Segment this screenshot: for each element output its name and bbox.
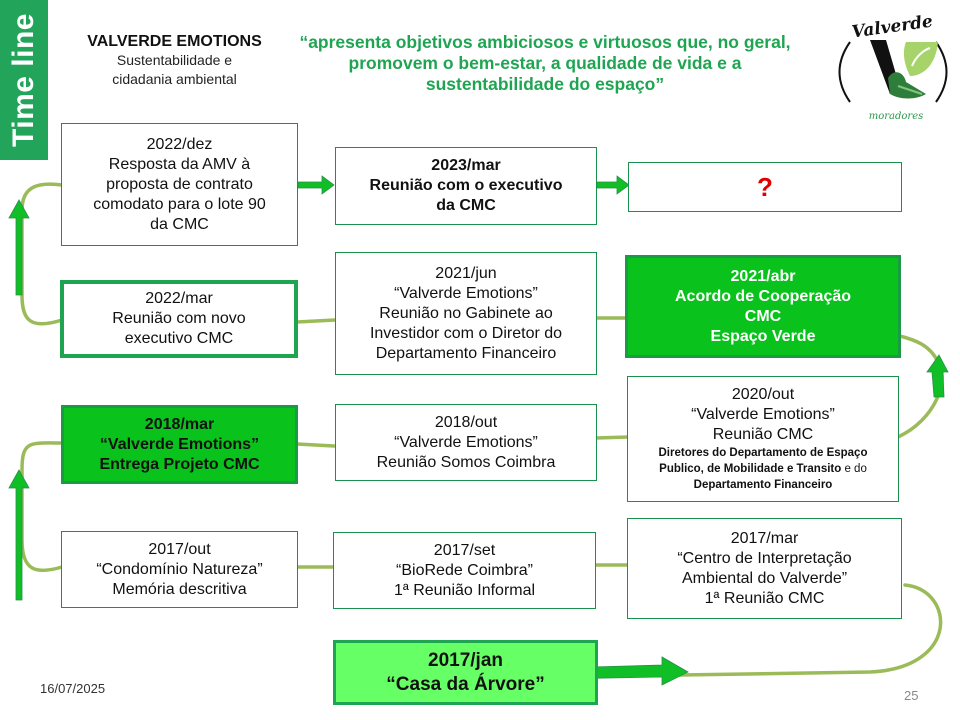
page-number: 25 — [904, 688, 919, 703]
event-date: 2017/jan — [428, 649, 503, 671]
footer-date: 16/07/2025 — [40, 681, 106, 696]
event-text: executivo CMC — [124, 330, 234, 347]
event-date: 2017/set — [433, 541, 496, 559]
event-2018-mar: 2018/mar “Valverde Emotions” Entrega Pro… — [61, 405, 298, 484]
arrow-up-left-lower — [8, 469, 30, 601]
event-2023-mar: 2023/mar Reunião com o executivo da CMC — [335, 147, 597, 225]
event-date: 2023/mar — [431, 157, 501, 174]
event-text: proposta de contrato — [106, 175, 253, 193]
logo-right-bracket — [935, 41, 948, 103]
event-text: Reunião com o executivo — [369, 177, 563, 194]
connector-2017out-2018mar — [20, 441, 64, 573]
arrow-2022dez-2023mar — [297, 175, 335, 195]
event-2022-mar: 2022/mar Reunião com novo executivo CMC — [60, 280, 298, 358]
event-2017-set: 2017/set “BioRede Coimbra” 1ª Reunião In… — [333, 532, 596, 609]
event-text: Entrega Projeto CMC — [99, 455, 260, 473]
connector-2022mar-2022dez — [20, 182, 64, 326]
event-text: da CMC — [436, 197, 496, 214]
event-date: 2017/out — [148, 540, 211, 558]
event-2017-out: 2017/out “Condomínio Natureza” Memória d… — [61, 531, 298, 608]
logo-tagline: moradores — [869, 111, 924, 122]
side-tab-label: Time line — [7, 13, 40, 147]
logo-name: Valverde — [851, 11, 935, 42]
event-text: “Casa da Árvore” — [386, 673, 545, 695]
arrow-up-right — [926, 354, 949, 398]
event-2018-out: 2018/out “Valverde Emotions” Reunião Som… — [335, 404, 597, 481]
event-detail: Publico, de Mobilidade e Transito e do — [659, 461, 867, 477]
event-date: 2022/dez — [146, 135, 213, 153]
valverde-logo: Valverde moradores — [828, 2, 958, 134]
event-text: Reunião CMC — [712, 426, 814, 443]
mission-quote: “apresenta objetivos ambiciosos e virtuo… — [270, 32, 820, 95]
arrow-up-left-upper — [8, 199, 30, 296]
event-2021-jun: 2021/jun “Valverde Emotions” Reunião no … — [335, 252, 597, 375]
logo-bird-icon — [888, 72, 926, 99]
connector-2021jun-2022mar — [295, 318, 337, 324]
event-text: “Valverde Emotions” — [394, 433, 538, 451]
brand-subtitle-1: Sustentabilidade e — [116, 52, 233, 68]
event-text: Reunião com novo — [112, 310, 246, 327]
event-2020-out: 2020/out “Valverde Emotions” Reunião CMC… — [627, 376, 899, 502]
brand-subtitle-2: cidadania ambiental — [112, 71, 237, 87]
connector-2018mar-2018out — [295, 442, 336, 448]
timeline-side-tab: Time line — [0, 0, 48, 160]
event-detail-bold: Publico, de Mobilidade e Transito — [659, 463, 842, 475]
event-detail: Diretores do Departamento de Espaço — [658, 447, 868, 459]
event-text: Espaço Verde — [710, 327, 816, 345]
connector-2017jan-2017mar — [678, 583, 943, 677]
connector-2018out-2020out — [594, 435, 630, 440]
event-date: 2018/out — [434, 413, 498, 431]
event-2022-dez: 2022/dez Resposta da AMV à proposta de c… — [61, 123, 298, 246]
event-text: Acordo de Cooperação — [674, 287, 852, 305]
quote-line: sustentabilidade do espaço” — [425, 74, 665, 94]
event-text: “Centro de Interpretação — [677, 549, 852, 567]
event-date: 2020/out — [731, 386, 795, 403]
event-date: 2021/abr — [730, 267, 796, 285]
event-2017-mar: 2017/mar “Centro de Interpretação Ambien… — [627, 518, 902, 619]
event-text: Ambiental do Valverde” — [681, 569, 848, 587]
event-date: 2018/mar — [144, 415, 215, 433]
quote-line: “apresenta objetivos ambiciosos e virtuo… — [299, 32, 791, 52]
question-mark: ? — [757, 172, 773, 202]
event-text: 1ª Reunião CMC — [704, 589, 825, 607]
event-next-unknown: ? — [628, 162, 902, 212]
event-text: “Condomínio Natureza” — [96, 560, 263, 578]
event-date: 2021/jun — [435, 264, 497, 282]
event-text: da CMC — [150, 215, 209, 233]
event-text: Reunião no Gabinete ao — [379, 304, 553, 322]
brand-block: VALVERDE EMOTIONS Sustentabilidade e cid… — [72, 32, 277, 89]
brand-title: VALVERDE EMOTIONS — [87, 33, 262, 50]
event-date: 2022/mar — [145, 290, 213, 307]
event-text: “Valverde Emotions” — [691, 406, 835, 423]
event-text: Departamento Financeiro — [375, 344, 557, 362]
event-text: Resposta da AMV à — [108, 155, 251, 173]
event-text: 1ª Reunião Informal — [393, 581, 536, 599]
event-detail-regular: e do — [841, 463, 867, 475]
logo-leaf-icon — [903, 42, 938, 76]
arrow-2023mar-next — [596, 175, 630, 195]
event-text: “Valverde Emotions” — [99, 435, 260, 453]
event-date: 2017/mar — [730, 529, 799, 547]
event-text: comodato para o lote 90 — [93, 195, 266, 213]
logo-left-bracket — [838, 41, 851, 103]
event-text: “Valverde Emotions” — [394, 284, 538, 302]
quote-line: promovem o bem-estar, a qualidade de vid… — [348, 53, 742, 73]
event-text: Memória descritiva — [112, 580, 247, 598]
event-text: “BioRede Coimbra” — [396, 561, 533, 579]
event-text: Investidor com o Diretor do — [369, 324, 563, 342]
event-detail: Departamento Financeiro — [693, 479, 833, 491]
event-2017-jan: 2017/jan “Casa da Árvore” — [333, 640, 598, 705]
event-text: CMC — [744, 307, 782, 325]
event-2021-abr: 2021/abr Acordo de Cooperação CMC Espaço… — [625, 255, 901, 358]
event-text: Reunião Somos Coimbra — [376, 453, 556, 471]
